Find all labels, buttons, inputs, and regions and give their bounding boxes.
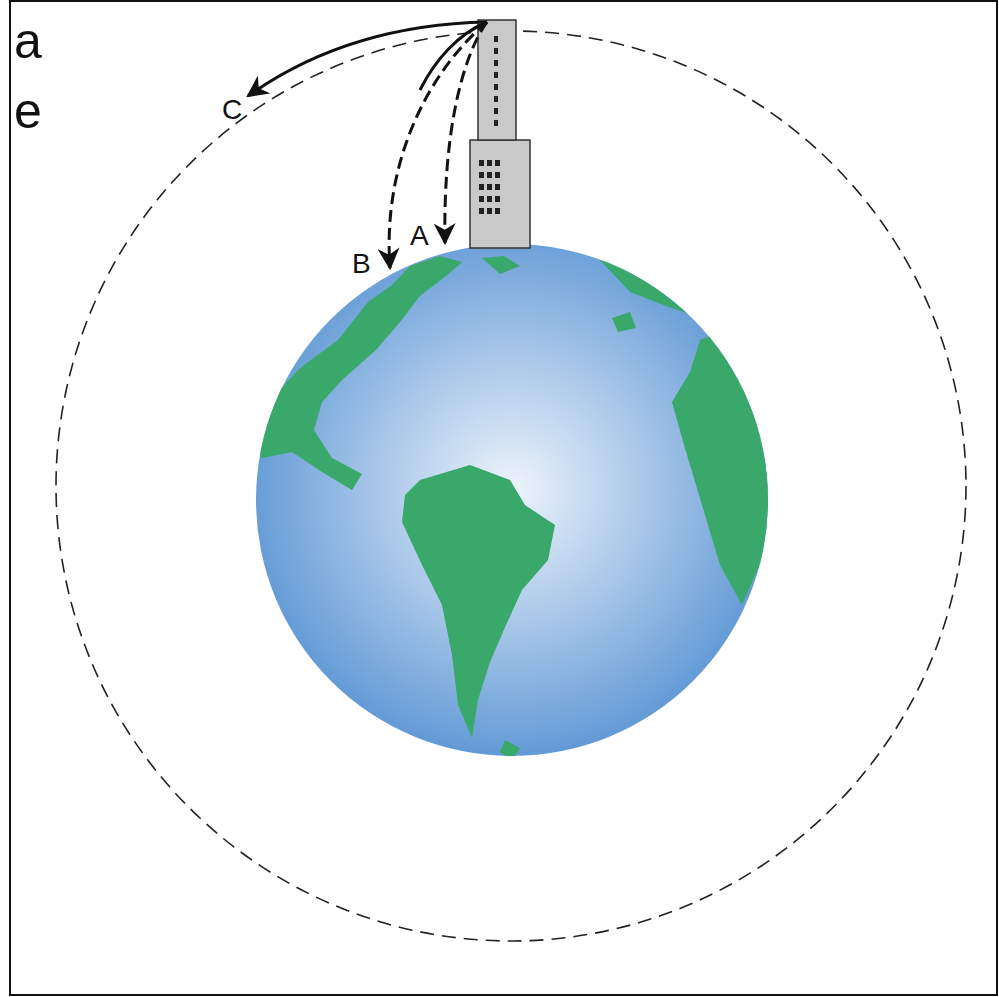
trajectory-branch xyxy=(420,22,487,90)
cropped-letter: e xyxy=(14,86,42,136)
orbit-path xyxy=(56,31,966,941)
cropped-letter: a xyxy=(14,16,42,66)
trajectory-label: A xyxy=(410,222,429,250)
trajectory-b xyxy=(389,22,487,268)
trajectory-label: B xyxy=(352,250,371,278)
frame xyxy=(10,1,997,995)
trajectory-c xyxy=(248,22,487,96)
trajectories xyxy=(248,22,487,268)
tower xyxy=(470,20,530,248)
trajectory-a xyxy=(445,22,487,243)
earth xyxy=(250,244,776,760)
trajectory-label: C xyxy=(222,96,242,124)
